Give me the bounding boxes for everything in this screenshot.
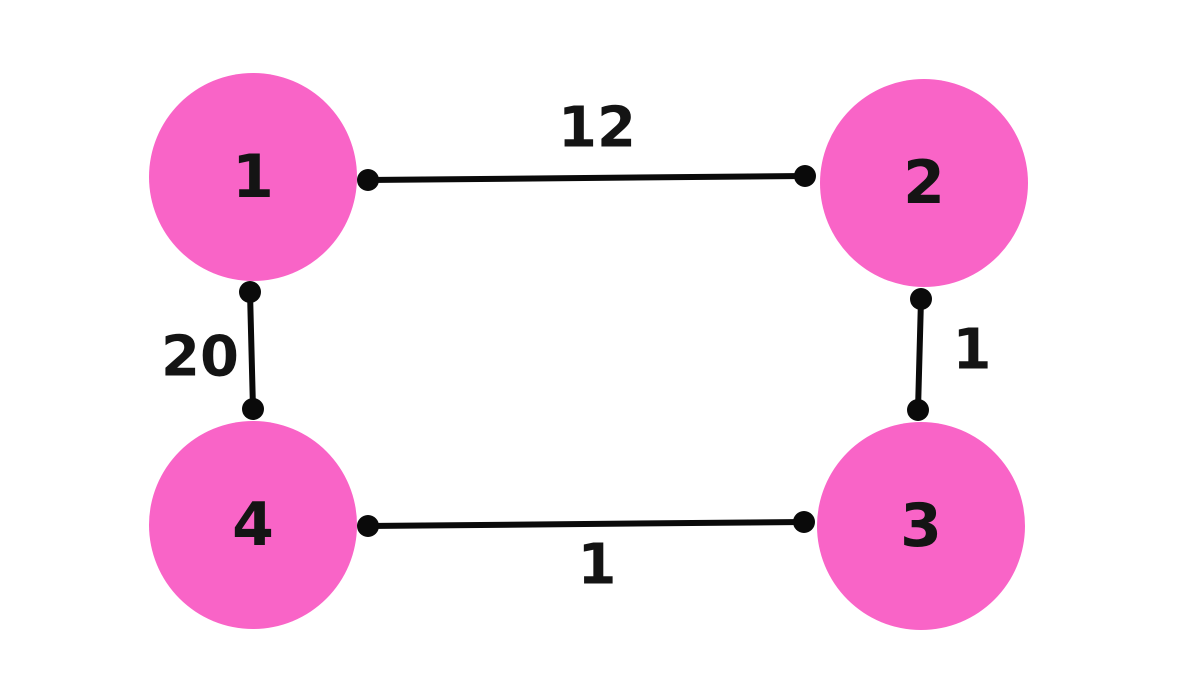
node-1-label: 1 xyxy=(232,142,274,212)
edge-1-4-line xyxy=(247,289,256,412)
edge-1-2-endpoint-dot xyxy=(357,169,379,191)
node-4-label: 4 xyxy=(232,490,274,560)
node-3-label: 3 xyxy=(900,491,942,561)
node-2-label: 2 xyxy=(903,148,945,218)
node-2-circle xyxy=(820,79,1028,287)
edge-1-2-line xyxy=(365,173,808,183)
edge-4-3-endpoint-dot xyxy=(357,515,379,537)
edge-1-4-weight-label: 20 xyxy=(161,325,239,390)
node-3-circle xyxy=(817,422,1025,630)
edge-2-3-line xyxy=(915,296,924,413)
edge-1-2-weight-label: 12 xyxy=(558,96,636,161)
edge-1-4-endpoint-dot xyxy=(239,281,261,303)
node-1-circle xyxy=(149,73,357,281)
edge-2-3-endpoint-dot xyxy=(907,399,929,421)
node-4-circle xyxy=(149,421,357,629)
edge-4-3-endpoint-dot xyxy=(793,511,815,533)
edge-2-3-weight-label: 1 xyxy=(953,318,992,383)
edge-2-3-endpoint-dot xyxy=(910,288,932,310)
edge-1-2-endpoint-dot xyxy=(794,165,816,187)
edge-4-3-weight-label: 1 xyxy=(578,533,617,598)
edge-4-3-line xyxy=(365,519,807,529)
edge-1-4-endpoint-dot xyxy=(242,398,264,420)
